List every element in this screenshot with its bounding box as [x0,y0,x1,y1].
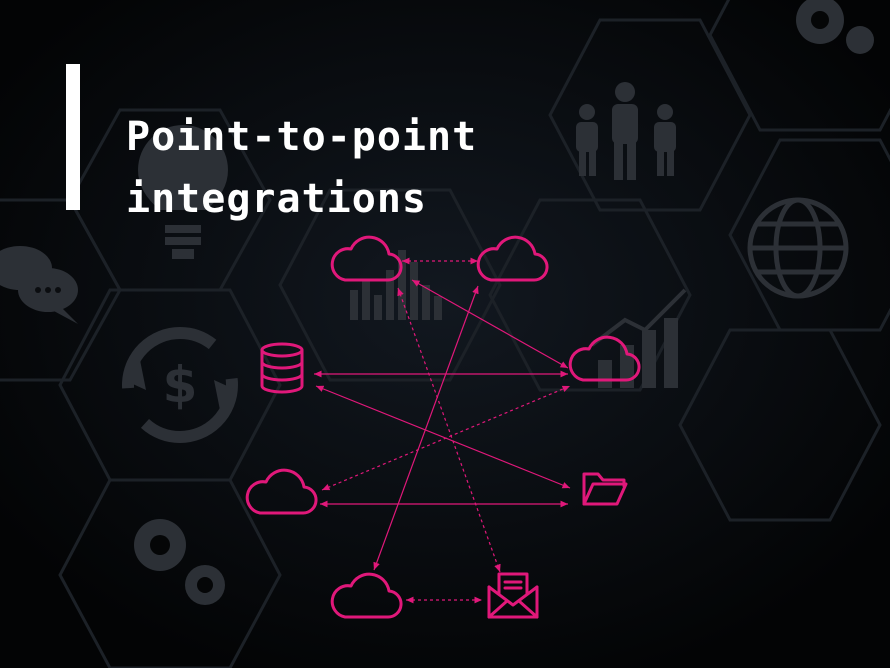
database-icon [260,342,304,394]
globe-icon [747,197,849,299]
connection-cloud-top-right-to-cloud-bottom-left [373,285,479,571]
chat-icon [0,246,78,324]
title-accent-bar [66,64,80,210]
connection-database-to-folder [315,385,571,489]
page-title: Point-to-point integrations [126,106,477,230]
cloud-icon [330,235,403,282]
folder-open-icon [582,472,628,506]
title-line-2: integrations [126,176,427,222]
title-line-1: Point-to-point [126,114,478,160]
svg-text:$: $ [163,356,198,414]
family-icon [576,82,676,180]
dollar-cycle-icon: $ [122,327,238,443]
envelope-icon [487,572,539,619]
growth-chart-icon [590,288,687,388]
cloud-icon [330,572,403,619]
connection-cloud-top-left-to-cloud-mid-right [411,279,569,369]
cloud-icon [568,335,641,382]
lightbulb-icon [138,125,228,259]
cloud-icon [245,468,318,515]
cloud-icon [476,235,549,282]
connection-cloud-mid-left-to-cloud-mid-right [321,385,571,491]
connection-cloud-top-left-to-email [397,287,501,573]
